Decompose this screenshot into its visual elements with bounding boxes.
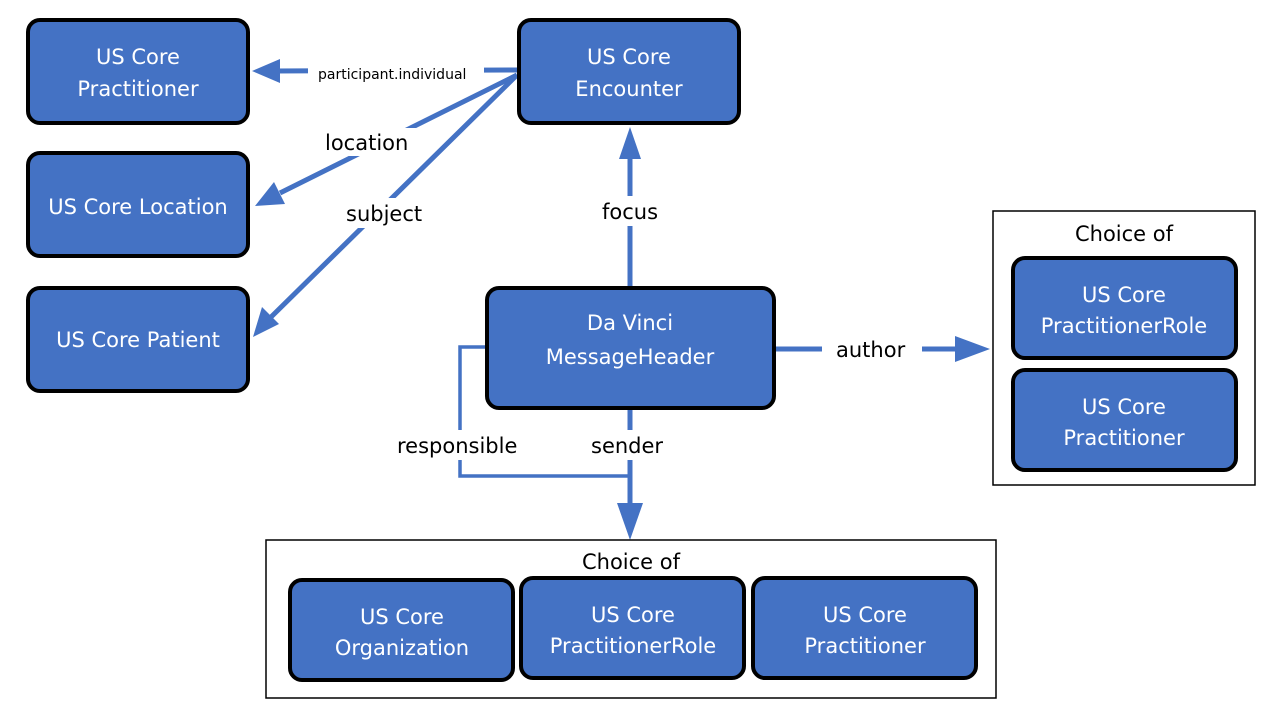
- node-us-core-patient: US Core Patient: [26, 286, 250, 393]
- edge-focus: focus: [596, 127, 664, 288]
- edge-sender: sender: [586, 409, 670, 540]
- node-label-line1: Da Vinci: [587, 311, 673, 335]
- node-us-core-location: US Core Location: [26, 151, 250, 258]
- edge-responsible: responsible: [394, 345, 630, 478]
- node-label-line1: US Core: [591, 603, 675, 627]
- group-title: Choice of: [1075, 222, 1174, 246]
- node-da-vinci-messageheader: Da Vinci MessageHeader: [485, 286, 776, 410]
- node-author-practitioner: US Core Practitioner: [1011, 368, 1238, 472]
- group-title: Choice of: [582, 550, 681, 574]
- node-label-line1: US Core: [587, 45, 671, 69]
- edge-label-sender: sender: [591, 434, 663, 458]
- edge-label-focus: focus: [602, 200, 658, 224]
- edge-author: author: [774, 334, 990, 364]
- node-label-line2: Practitioner: [77, 77, 199, 101]
- node-label: US Core Location: [48, 195, 227, 219]
- edge-label-responsible: responsible: [397, 434, 517, 458]
- node-label-line2: Practitioner: [804, 634, 926, 658]
- author-choice-group: Choice of US Core PractitionerRole US Co…: [992, 210, 1256, 486]
- sender-choice-group: Choice of US Core Organization US Core P…: [265, 539, 997, 699]
- node-sender-practitioner: US Core Practitioner: [751, 576, 978, 680]
- node-label-line2: Practitioner: [1063, 426, 1185, 450]
- node-label-line1: US Core: [1082, 395, 1166, 419]
- edge-label-location: location: [325, 131, 408, 155]
- node-label-line2: PractitionerRole: [550, 634, 716, 658]
- node-label-line2: MessageHeader: [546, 345, 715, 369]
- node-label-line1: US Core: [823, 603, 907, 627]
- edge-label-subject: subject: [346, 202, 422, 226]
- node-sender-practitionerrole: US Core PractitionerRole: [519, 576, 746, 680]
- node-label-line2: Encounter: [575, 77, 683, 101]
- node-us-core-encounter: US Core Encounter: [517, 18, 741, 125]
- node-label-line1: US Core: [1082, 283, 1166, 307]
- node-sender-organization: US Core Organization: [288, 578, 515, 682]
- node-author-practitionerrole: US Core PractitionerRole: [1011, 256, 1238, 360]
- edge-label-author: author: [836, 338, 906, 362]
- node-label-line2: PractitionerRole: [1041, 314, 1207, 338]
- edge-subject: subject: [253, 73, 519, 337]
- edge-location: location: [255, 72, 519, 206]
- node-us-core-practitioner: US Core Practitioner: [26, 18, 250, 125]
- node-label-line1: US Core: [360, 605, 444, 629]
- node-label-line1: US Core: [96, 45, 180, 69]
- node-label-line2: Organization: [335, 636, 469, 660]
- edge-label-participant-individual: participant.individual: [318, 67, 466, 83]
- edge-participant-individual: participant.individual: [252, 59, 518, 84]
- node-label: US Core Patient: [56, 328, 220, 352]
